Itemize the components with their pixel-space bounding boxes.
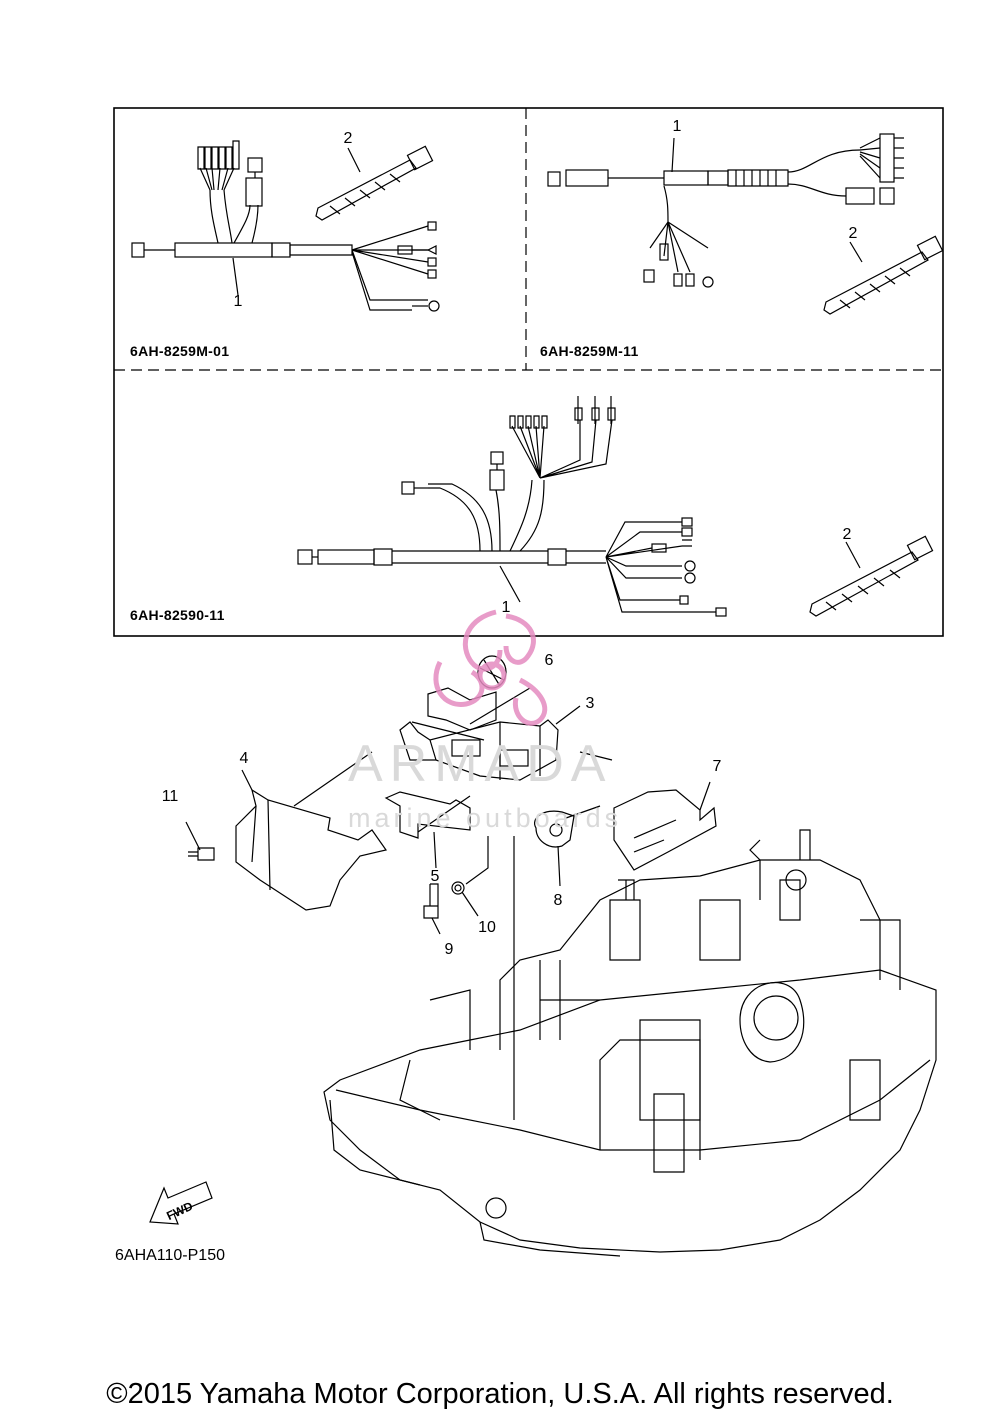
callout-part-9: 9 bbox=[444, 941, 454, 958]
callout-harness-a: 1 bbox=[233, 293, 243, 310]
callout-tie-c: 2 bbox=[842, 526, 852, 543]
kit-a-wire-harness bbox=[131, 140, 440, 312]
kit-a-cable-tie bbox=[315, 145, 434, 221]
callout-tie-b: 2 bbox=[848, 225, 858, 242]
kit-code-a: 6AH-8259M-01 bbox=[130, 343, 230, 359]
kit-b-wire-harness bbox=[547, 133, 904, 288]
kit-frame bbox=[113, 107, 944, 637]
callout-tie-a: 2 bbox=[343, 130, 353, 147]
watermark-brand: ARMADA bbox=[348, 735, 613, 793]
copyright-notice: ©2015 Yamaha Motor Corporation, U.S.A. A… bbox=[106, 1378, 894, 1410]
watermark-tagline: marine outboards bbox=[348, 803, 623, 833]
kit-code-c: 6AH-82590-11 bbox=[130, 607, 225, 623]
diagram-reference-code: 6AHA110-P150 bbox=[115, 1247, 225, 1264]
watermark-propeller-icon bbox=[433, 609, 548, 726]
callout-part-11: 11 bbox=[161, 788, 179, 805]
callout-part-8: 8 bbox=[553, 892, 563, 909]
kit-code-b: 6AH-8259M-11 bbox=[540, 343, 639, 359]
callout-part-7: 7 bbox=[712, 758, 722, 775]
callout-part-3: 3 bbox=[585, 695, 595, 712]
kit-c-cable-tie bbox=[809, 535, 934, 617]
callout-harness-b: 1 bbox=[672, 118, 682, 135]
engine-block-outline bbox=[323, 829, 937, 1257]
callout-part-5: 5 bbox=[430, 868, 440, 885]
callout-part-6: 6 bbox=[544, 652, 554, 669]
kit-b-cable-tie bbox=[823, 235, 944, 315]
callout-part-4: 4 bbox=[239, 750, 249, 767]
callout-harness-c: 1 bbox=[501, 599, 511, 616]
callout-part-10: 10 bbox=[478, 919, 496, 936]
kit-c-wire-harness bbox=[297, 396, 727, 617]
fwd-arrow-icon bbox=[149, 1181, 213, 1225]
mounting-bracket-assembly bbox=[188, 655, 717, 919]
